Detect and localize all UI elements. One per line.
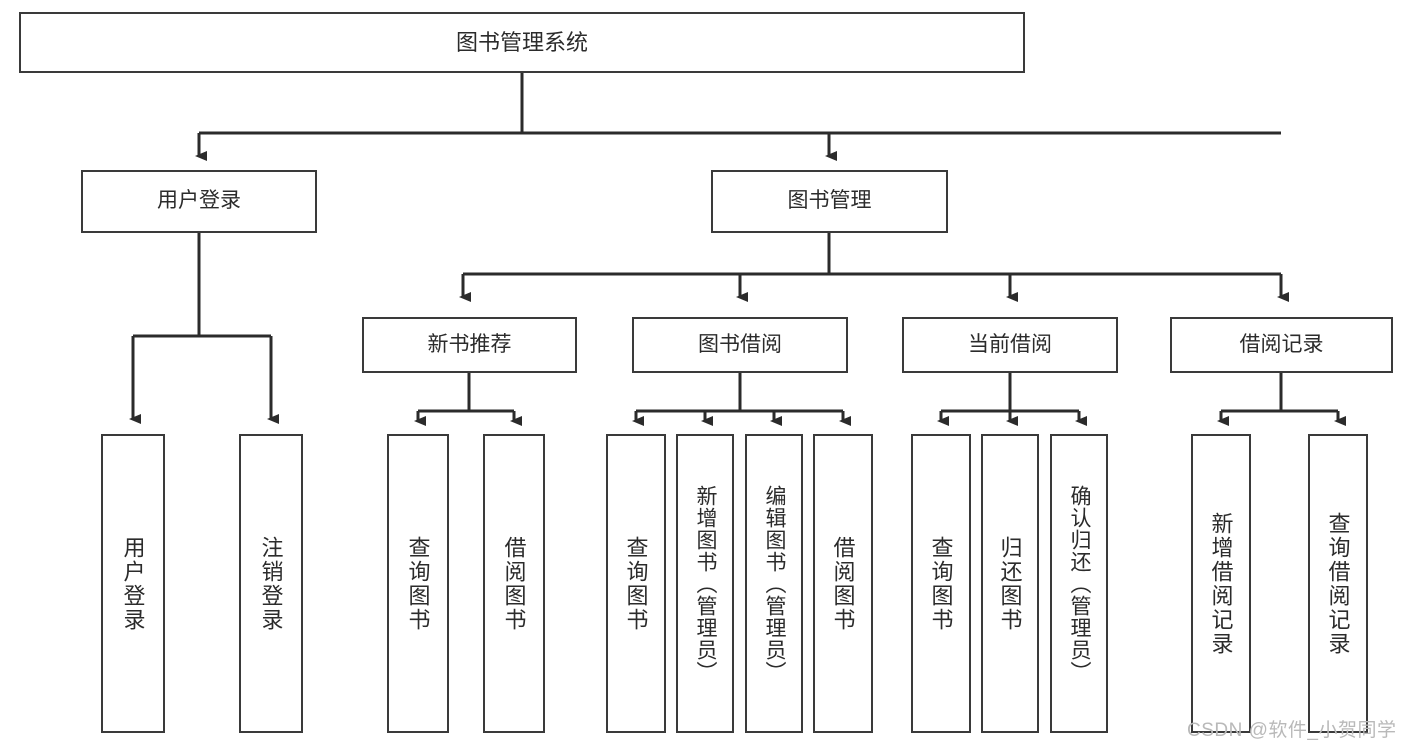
leaf-current-borrow-1[interactable]: 归还图书 [981, 434, 1039, 733]
leaf-label: 查询借阅记录 [1325, 511, 1351, 656]
leaf-current-borrow-2[interactable]: 确认归还（管理员） [1050, 434, 1108, 733]
node-user-login-label: 用户登录 [157, 189, 241, 213]
leaf-label: 查询图书 [405, 535, 431, 632]
node-book-manage[interactable]: 图书管理 [711, 170, 948, 233]
node-book-manage-label: 图书管理 [787, 189, 872, 213]
leaf-book-borrow-2[interactable]: 编辑图书（管理员） [745, 434, 803, 733]
node-book-borrow[interactable]: 图书借阅 [632, 317, 848, 373]
leaf-label: 借阅图书 [830, 535, 856, 632]
leaf-new-book-rec-0[interactable]: 查询图书 [387, 434, 449, 733]
leaf-book-borrow-3[interactable]: 借阅图书 [813, 434, 873, 733]
leaf-borrow-record-1[interactable]: 查询借阅记录 [1308, 434, 1368, 733]
leaf-label: 归还图书 [997, 535, 1023, 632]
node-root[interactable]: 图书管理系统 [19, 12, 1025, 73]
leaf-label: 新增图书（管理员） [694, 484, 718, 683]
leaf-new-book-rec-1[interactable]: 借阅图书 [483, 434, 545, 733]
node-new-book-rec-label: 新书推荐 [427, 332, 512, 356]
leaf-label: 借阅图书 [501, 535, 527, 632]
node-root-label: 图书管理系统 [455, 29, 588, 55]
watermark: CSDN @软件_小贺同学 [1187, 720, 1397, 741]
node-borrow-record[interactable]: 借阅记录 [1170, 317, 1393, 373]
node-new-book-rec[interactable]: 新书推荐 [362, 317, 577, 373]
leaf-borrow-record-0[interactable]: 新增借阅记录 [1191, 434, 1251, 733]
leaf-book-borrow-0[interactable]: 查询图书 [606, 434, 666, 733]
node-current-borrow-label: 当前借阅 [968, 332, 1052, 356]
node-book-borrow-label: 图书借阅 [698, 332, 782, 356]
leaf-label: 用户登录 [120, 535, 146, 632]
leaf-user-login-0[interactable]: 用户登录 [101, 434, 165, 733]
leaf-label: 确认归还（管理员） [1068, 484, 1092, 683]
leaf-label: 注销登录 [258, 535, 284, 632]
leaf-user-login-1[interactable]: 注销登录 [239, 434, 303, 733]
leaf-label: 查询图书 [623, 535, 649, 632]
node-current-borrow[interactable]: 当前借阅 [902, 317, 1118, 373]
leaf-label: 新增借阅记录 [1208, 511, 1234, 656]
leaf-current-borrow-0[interactable]: 查询图书 [911, 434, 971, 733]
node-user-login[interactable]: 用户登录 [81, 170, 317, 233]
leaf-label: 查询图书 [928, 535, 954, 632]
leaf-label: 编辑图书（管理员） [763, 484, 787, 683]
node-borrow-record-label: 借阅记录 [1239, 332, 1324, 356]
leaf-book-borrow-1[interactable]: 新增图书（管理员） [676, 434, 734, 733]
